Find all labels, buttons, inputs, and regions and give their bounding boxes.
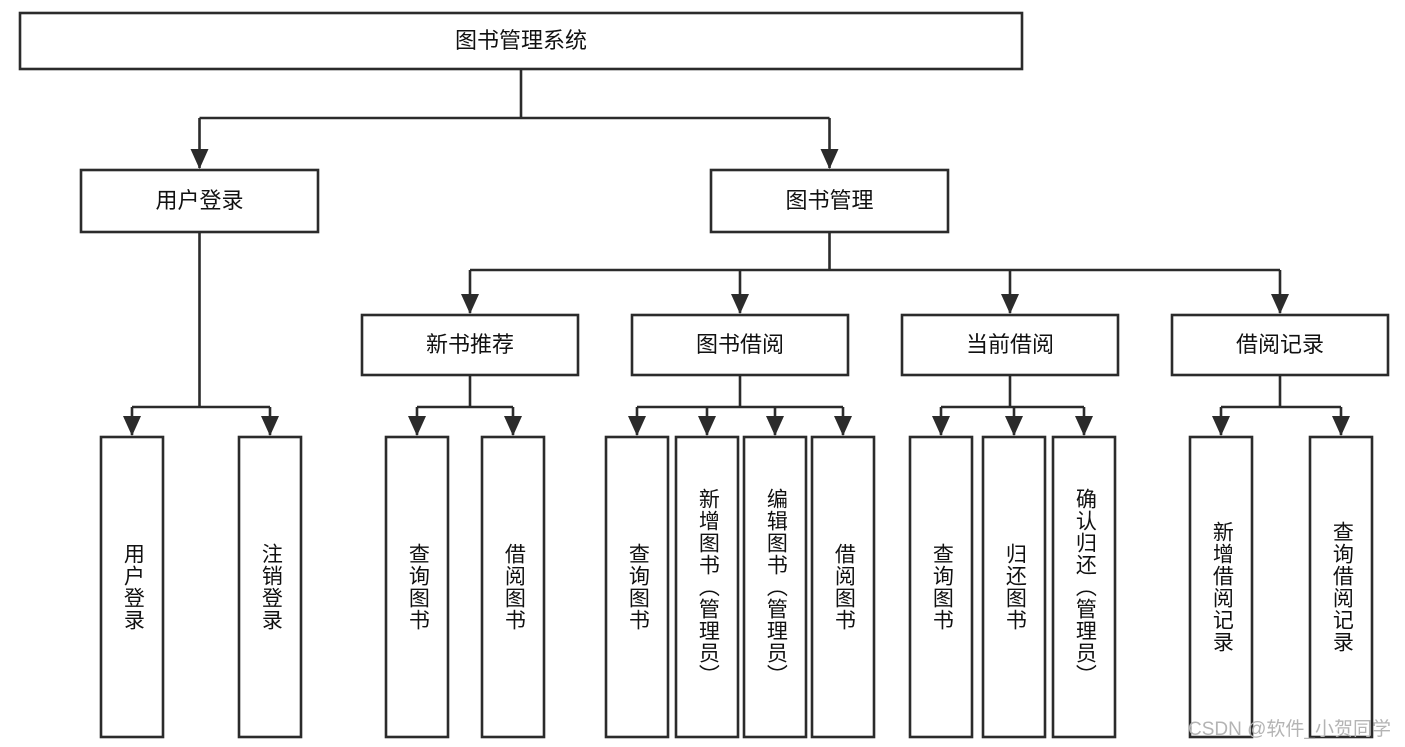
leaf-box-node-2-e69fa5e8afa2e59b[interactable] <box>384 435 450 739</box>
arrow-head-icon <box>834 416 852 436</box>
arrow-head-icon <box>1332 416 1350 436</box>
level3-label-node-2-e5bd93e5898de580: 当前借阅 <box>966 332 1054 357</box>
leaf-box-node-6-e7bc96e8be91e59b[interactable] <box>742 435 808 739</box>
leaf-box-node-10-e7a1aee8aea4e5bd[interactable] <box>1051 435 1117 739</box>
arrow-head-icon <box>820 149 839 169</box>
arrow-head-icon <box>123 416 141 436</box>
level3-label-node-1-e59bbee4b9a6e580: 图书借阅 <box>696 332 784 357</box>
level3-label-node-3-e5809fe99885e8ae: 借阅记录 <box>1236 332 1324 357</box>
arrow-head-icon <box>504 416 522 436</box>
leaf-box-node-7-e5809fe99885e59b[interactable] <box>810 435 876 739</box>
arrow-head-icon <box>408 416 426 436</box>
arrow-head-icon <box>461 294 479 314</box>
leaf-box-node-11-e696b0e5a29ee580[interactable] <box>1188 435 1254 739</box>
root-node-label: 图书管理系统 <box>455 28 587 53</box>
arrow-head-icon <box>1271 294 1289 314</box>
arrow-head-icon <box>698 416 716 436</box>
arrow-head-icon <box>261 416 279 436</box>
watermark-text: CSDN @软件_小贺同学 <box>1188 719 1391 740</box>
arrow-head-icon <box>766 416 784 436</box>
level3-box-node-3-e5809fe99885e8ae[interactable] <box>1170 313 1390 377</box>
level3-box-node-1-e59bbee4b9a6e580[interactable] <box>630 313 850 377</box>
arrow-head-icon <box>1005 416 1023 436</box>
root-node-box[interactable] <box>18 11 1024 71</box>
arrow-head-icon <box>731 294 749 314</box>
arrow-head-icon <box>1212 416 1230 436</box>
level3-box-node-2-e5bd93e5898de580[interactable] <box>900 313 1120 377</box>
leaf-box-node-3-e5809fe99885e59b[interactable] <box>480 435 546 739</box>
level3-box-node-0-e696b0e4b9a6e68e[interactable] <box>360 313 580 377</box>
arrow-head-icon <box>628 416 646 436</box>
leaf-box-node-9-e5bd92e8bf98e59b[interactable] <box>981 435 1047 739</box>
leaf-box-node-4-e69fa5e8afa2e59b[interactable] <box>604 435 670 739</box>
level3-label-node-0-e696b0e4b9a6e68e: 新书推荐 <box>426 332 514 357</box>
leaf-box-node-12-e69fa5e8afa2e580[interactable] <box>1308 435 1374 739</box>
arrow-head-icon <box>932 416 950 436</box>
leaf-box-node-8-e69fa5e8afa2e59b[interactable] <box>908 435 974 739</box>
level2-label-node-1-e59bbee4b9a6e7ae: 图书管理 <box>785 188 873 213</box>
leaf-box-node-0-e794a8e688b7e799[interactable] <box>99 435 165 739</box>
connectors-layer <box>123 69 1350 436</box>
level2-label-node-0-e794a8e688b7e799: 用户登录 <box>155 188 243 213</box>
leaf-box-node-1-e6b3a8e99480e799[interactable] <box>237 435 303 739</box>
leaf-box-node-5-e696b0e5a29ee59b[interactable] <box>674 435 740 739</box>
arrow-head-icon <box>190 149 209 169</box>
arrow-head-icon <box>1075 416 1093 436</box>
level2-box-node-1-e59bbee4b9a6e7ae[interactable] <box>709 168 950 234</box>
level2-box-node-0-e794a8e688b7e799[interactable] <box>79 168 320 234</box>
arrow-head-icon <box>1001 294 1019 314</box>
node-boxes-layer <box>18 11 1390 739</box>
